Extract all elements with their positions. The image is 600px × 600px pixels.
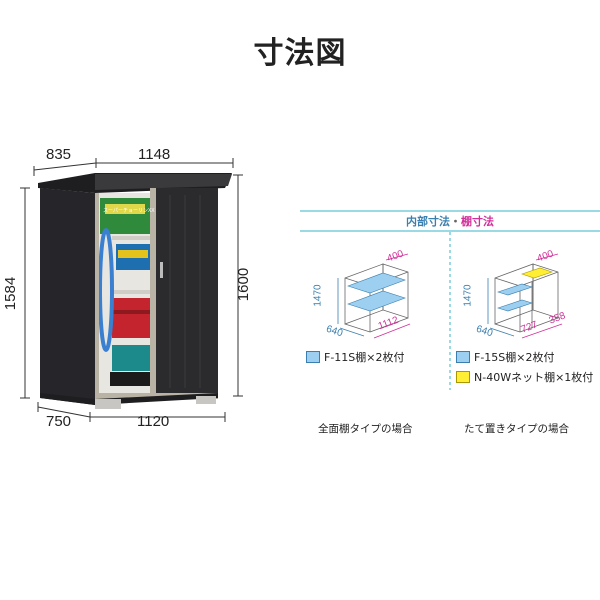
right-inner-height: 1470	[462, 284, 474, 307]
header-shelf-label: 棚寸法	[461, 215, 494, 228]
dim-top-depth: 835	[46, 146, 72, 163]
teal-box	[112, 345, 152, 371]
left-legend-label: F-11S棚×2枚付	[324, 351, 405, 364]
inner-dimension-panel	[300, 210, 600, 390]
left-caption: 全面棚タイプの場合	[318, 423, 413, 435]
door-handle	[160, 262, 163, 278]
net-shelf-swatch-yellow	[456, 371, 470, 383]
dim-top-width: 1148	[138, 146, 171, 163]
shed-foot-left	[95, 399, 121, 409]
header-inner-label: 内部寸法	[406, 215, 450, 228]
shed-door	[156, 188, 218, 393]
panel-header: 内部寸法・棚寸法	[300, 213, 600, 229]
left-legend-item: F-11S棚×2枚付	[306, 349, 405, 365]
garden-hose	[98, 228, 114, 352]
right-legend-item-2: N-40Wネット棚×1枚付	[456, 369, 593, 385]
right-caption: たて置きタイプの場合	[464, 423, 569, 435]
right-legend-item-1: F-15S棚×2枚付	[456, 349, 555, 365]
shelf-swatch-blue	[306, 351, 320, 363]
net-shelf	[521, 267, 553, 279]
right-legend-label-2: N-40Wネット棚×1枚付	[474, 371, 594, 384]
right-shelf-diagram	[494, 263, 559, 333]
left-shelf-lower	[347, 290, 406, 312]
red-tool-case	[112, 298, 152, 338]
dim-right-height: 1600	[235, 267, 253, 302]
dim-bottom-width: 1120	[137, 413, 170, 430]
green-storage-box	[100, 198, 150, 234]
top-dimension-lines	[20, 158, 243, 422]
shed-side-wall	[40, 188, 95, 405]
shed-foot-right	[196, 396, 216, 404]
box-label: スーパーチョーリンXX	[103, 208, 155, 214]
dim-left-height: 1584	[2, 276, 20, 311]
header-separator: ・	[450, 215, 461, 228]
shelf-swatch-blue	[456, 351, 470, 363]
right-legend-label-1: F-15S棚×2枚付	[474, 351, 555, 364]
left-shelf-upper	[347, 272, 406, 294]
dim-bottom-depth: 750	[46, 413, 72, 430]
right-shelf-upper	[497, 283, 533, 296]
right-shelf-lower	[497, 299, 533, 312]
page-title: 寸法図	[253, 36, 347, 71]
left-inner-height: 1470	[312, 284, 324, 307]
